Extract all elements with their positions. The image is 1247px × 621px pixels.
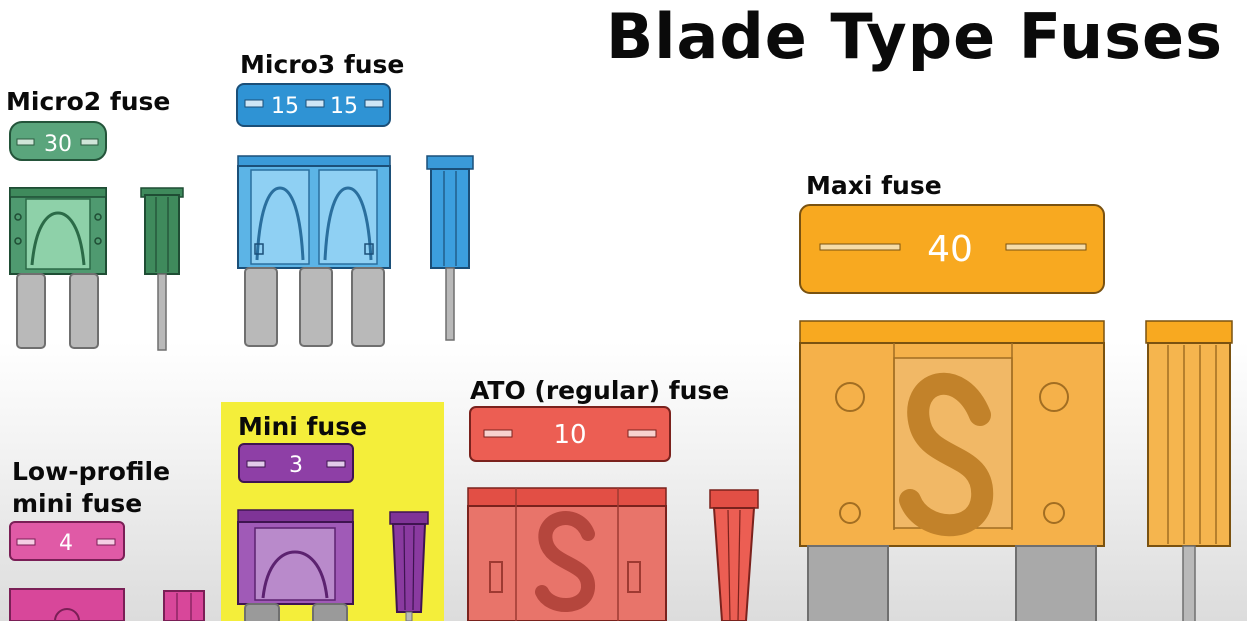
micro3-label: Micro3 fuse [240, 50, 405, 79]
mini-rating: 3 [289, 453, 303, 478]
micro2-label: Micro2 fuse [6, 87, 171, 116]
lowprofile-label-line2: mini fuse [12, 489, 143, 518]
mini-fuse: 3 [237, 443, 429, 621]
lowprofile-label-line1: Low-profile [12, 457, 171, 486]
lowprofile-mini-fuse: 4 [9, 521, 205, 621]
page-title: Blade Type Fuses [606, 0, 1223, 73]
maxi-rating: 40 [927, 229, 973, 270]
micro3-rating-2: 15 [330, 94, 358, 119]
maxi-fuse: 40 [799, 204, 1233, 621]
mini-label: Mini fuse [238, 412, 368, 441]
ato-fuse: 10 [467, 406, 759, 621]
lowprofile-rating: 4 [59, 531, 73, 556]
micro3-fuse: 15 15 [236, 83, 474, 347]
micro2-fuse: 30 [9, 121, 184, 351]
ato-label: ATO (regular) fuse [470, 376, 730, 405]
ato-rating: 10 [553, 420, 586, 450]
maxi-label: Maxi fuse [806, 171, 942, 200]
micro3-rating-1: 15 [271, 94, 299, 119]
micro2-rating: 30 [44, 132, 72, 157]
